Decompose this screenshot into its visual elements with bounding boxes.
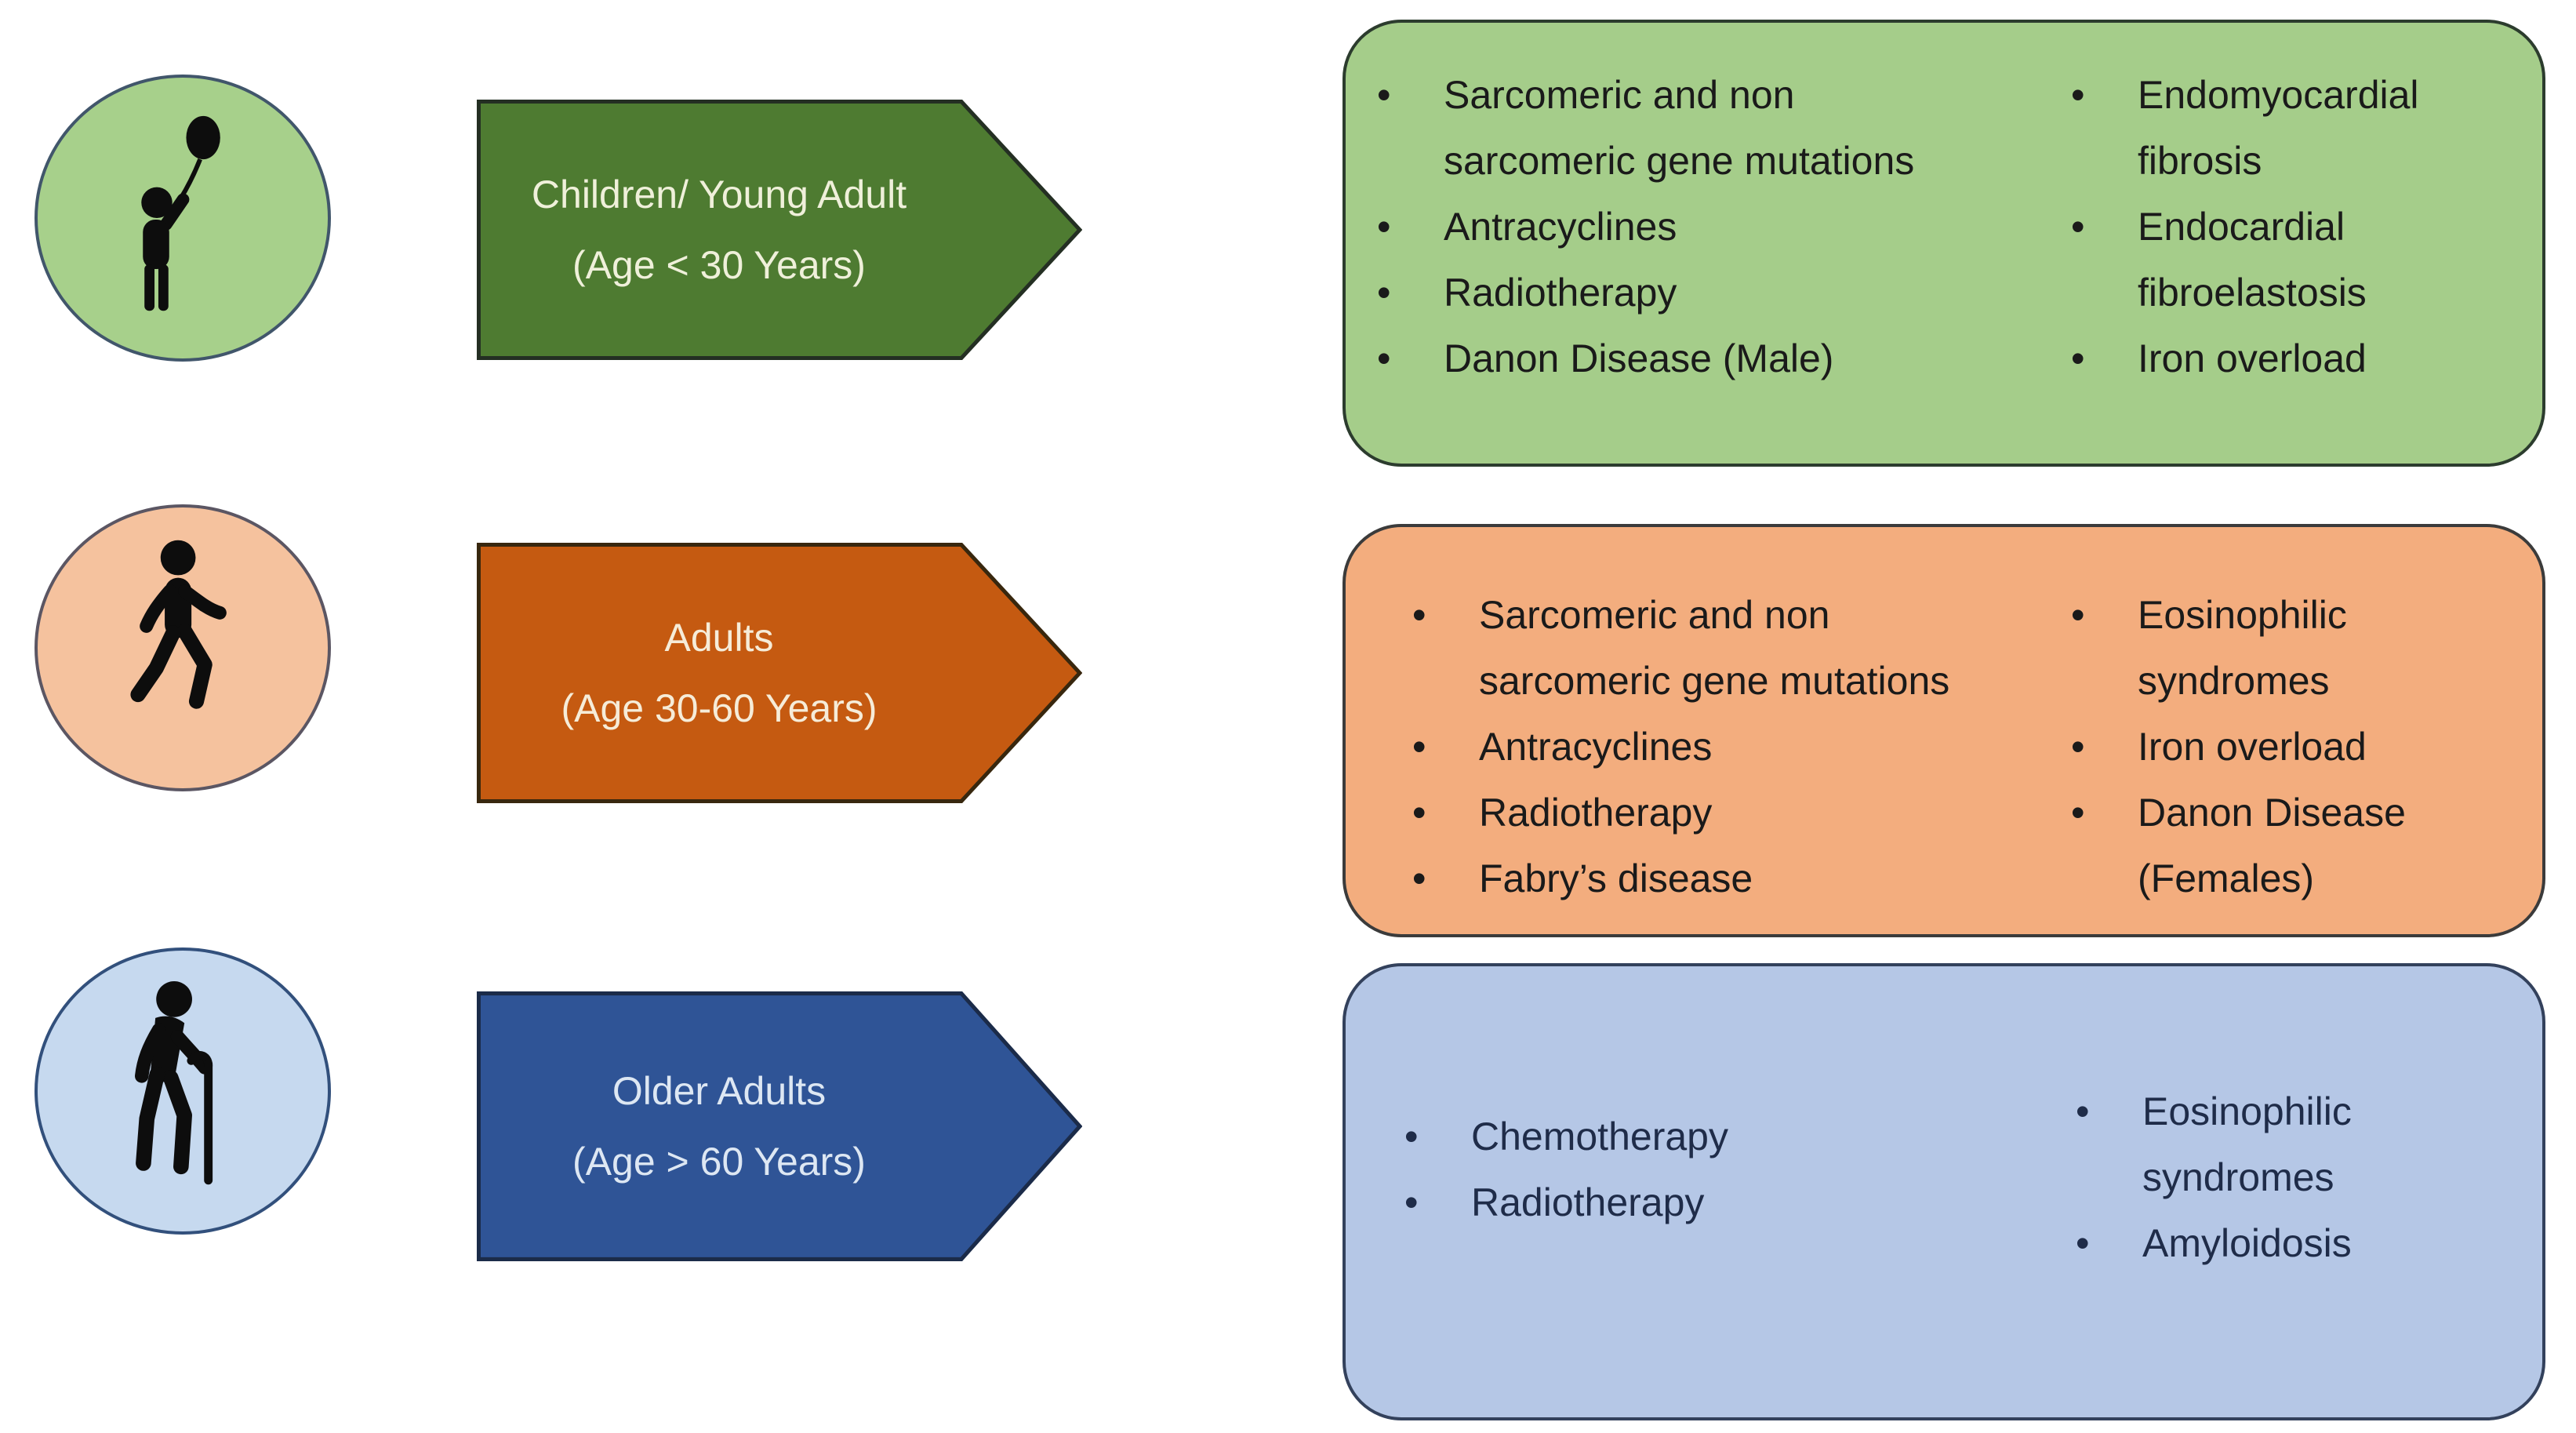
cause-item: Eosinophilic syndromes <box>2071 582 2424 714</box>
cause-item: Chemotherapy <box>1404 1104 1989 1169</box>
arrow-pentagon-shape <box>477 991 1082 1261</box>
causes-box-adults: Sarcomeric and non sarcomeric gene mutat… <box>1342 524 2545 937</box>
arrow-pentagon-shape <box>477 543 1082 803</box>
cause-item: Iron overload <box>2071 714 2424 780</box>
arrow-label: Children/ Young Adult (Age < 30 Years) <box>477 100 961 360</box>
arrow-label: Adults (Age 30-60 Years) <box>477 543 961 803</box>
cause-item: Sarcomeric and non sarcomeric gene mutat… <box>1377 62 1961 194</box>
adults-icon-circle <box>35 504 331 791</box>
cause-item: Radiotherapy <box>1412 780 1996 846</box>
older-adults-icon-circle <box>35 947 331 1235</box>
age-group-subtitle: (Age < 30 Years) <box>572 243 866 287</box>
arrow-adults: Adults (Age 30-60 Years) <box>477 543 1082 803</box>
cause-item: Danon Disease (Male) <box>1377 326 1961 391</box>
elderly-person-with-cane-icon <box>134 980 213 1184</box>
cause-item: Radiotherapy <box>1377 260 1961 326</box>
causes-box-children: Sarcomeric and non sarcomeric gene mutat… <box>1342 20 2545 467</box>
arrow-children-young-adult: Children/ Young Adult (Age < 30 Years) <box>477 100 1082 360</box>
cause-item: Fabry’s disease <box>1412 846 1996 911</box>
causes-list-right: Endomyocardial fibrosis Endocardial fibr… <box>2071 62 2424 391</box>
cause-item: Endomyocardial fibrosis <box>2071 62 2424 194</box>
cause-item: Eosinophilic syndromes <box>2076 1078 2429 1210</box>
arrow-label: Older Adults (Age > 60 Years) <box>477 991 961 1261</box>
cause-item: Danon Disease (Females) <box>2071 780 2424 911</box>
cause-item: Iron overload <box>2071 326 2424 391</box>
age-group-subtitle: (Age > 60 Years) <box>572 1140 866 1184</box>
arrow-older-adults: Older Adults (Age > 60 Years) <box>477 991 1082 1261</box>
arrow-pentagon-shape <box>477 100 1082 360</box>
causes-list-left: Sarcomeric and non sarcomeric gene mutat… <box>1412 582 1996 911</box>
causes-list-left: Sarcomeric and non sarcomeric gene mutat… <box>1377 62 1961 391</box>
causes-list-left: Chemotherapy Radiotherapy <box>1404 966 1989 1235</box>
cause-item: Radiotherapy <box>1404 1169 1989 1235</box>
age-group-title: Children/ Young Adult <box>531 173 907 216</box>
age-group-title: Older Adults <box>612 1069 827 1113</box>
causes-list-right: Eosinophilic syndromes Amyloidosis <box>2076 966 2429 1276</box>
cause-item: Amyloidosis <box>2076 1210 2429 1276</box>
causes-box-older-adults: Chemotherapy Radiotherapy Eosinophilic s… <box>1342 963 2545 1420</box>
cause-item: Sarcomeric and non sarcomeric gene mutat… <box>1412 582 1996 714</box>
age-group-title: Adults <box>664 616 774 660</box>
cause-item: Endocardial fibroelastosis <box>2071 194 2424 326</box>
age-group-subtitle: (Age 30-60 Years) <box>561 686 877 730</box>
children-icon-circle <box>35 75 331 362</box>
cause-item: Antracyclines <box>1377 194 1961 260</box>
cause-item: Antracyclines <box>1412 714 1996 780</box>
walking-person-icon <box>129 540 227 709</box>
child-with-balloon-icon <box>140 115 220 311</box>
causes-list-right: Eosinophilic syndromes Iron overload Dan… <box>2071 582 2424 911</box>
